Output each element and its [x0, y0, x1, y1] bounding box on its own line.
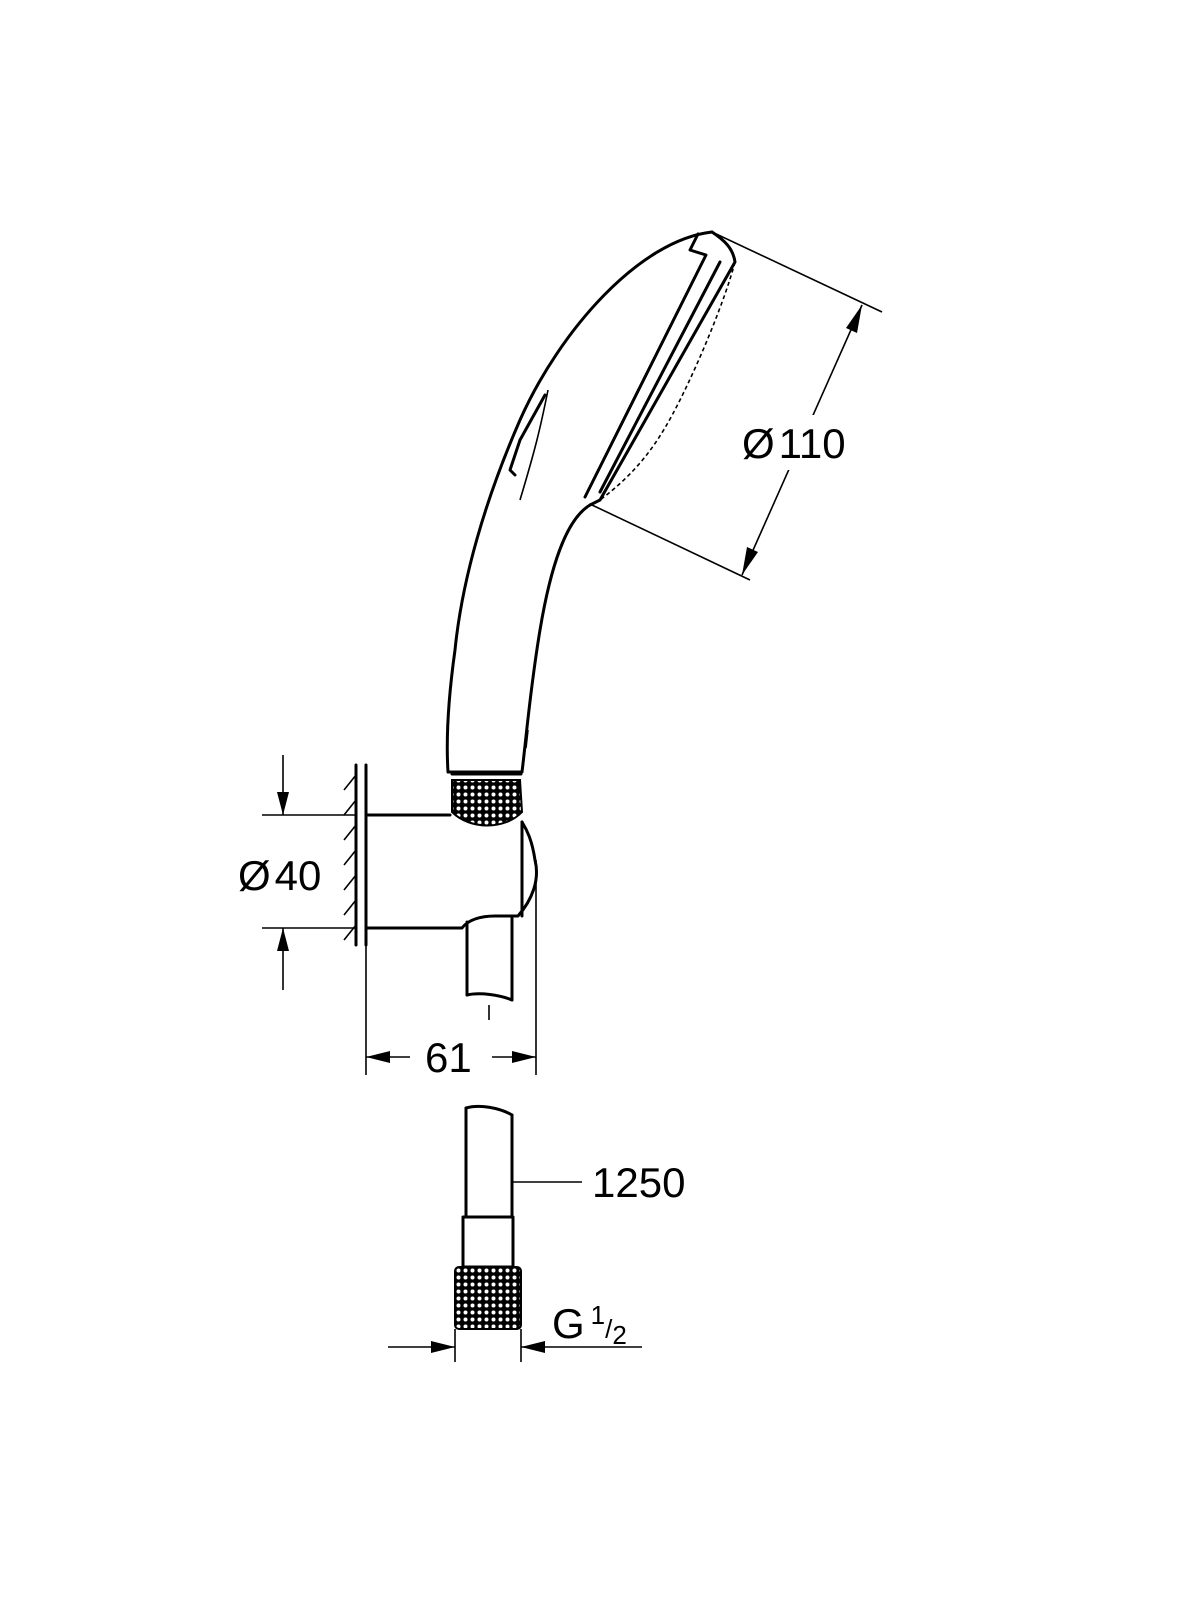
dimension-head-diameter: Ø110 — [591, 231, 883, 581]
head-diameter-label: Ø110 — [742, 420, 846, 467]
dimension-holder-projection: 61 — [365, 860, 537, 1081]
holder-projection-label: 61 — [425, 1034, 472, 1081]
hand-shower — [445, 230, 737, 774]
hose-length-label: 1250 — [592, 1159, 685, 1206]
dimension-holder-diameter: Ø40 — [238, 755, 356, 990]
knurled-nut-lower — [454, 1266, 522, 1330]
hose-upper — [465, 916, 514, 1020]
hose-lower: 1250 — [454, 1104, 685, 1330]
holder-diameter-label: Ø40 — [238, 852, 321, 899]
knurled-nut-upper — [451, 779, 524, 827]
wall-holder — [343, 763, 538, 947]
